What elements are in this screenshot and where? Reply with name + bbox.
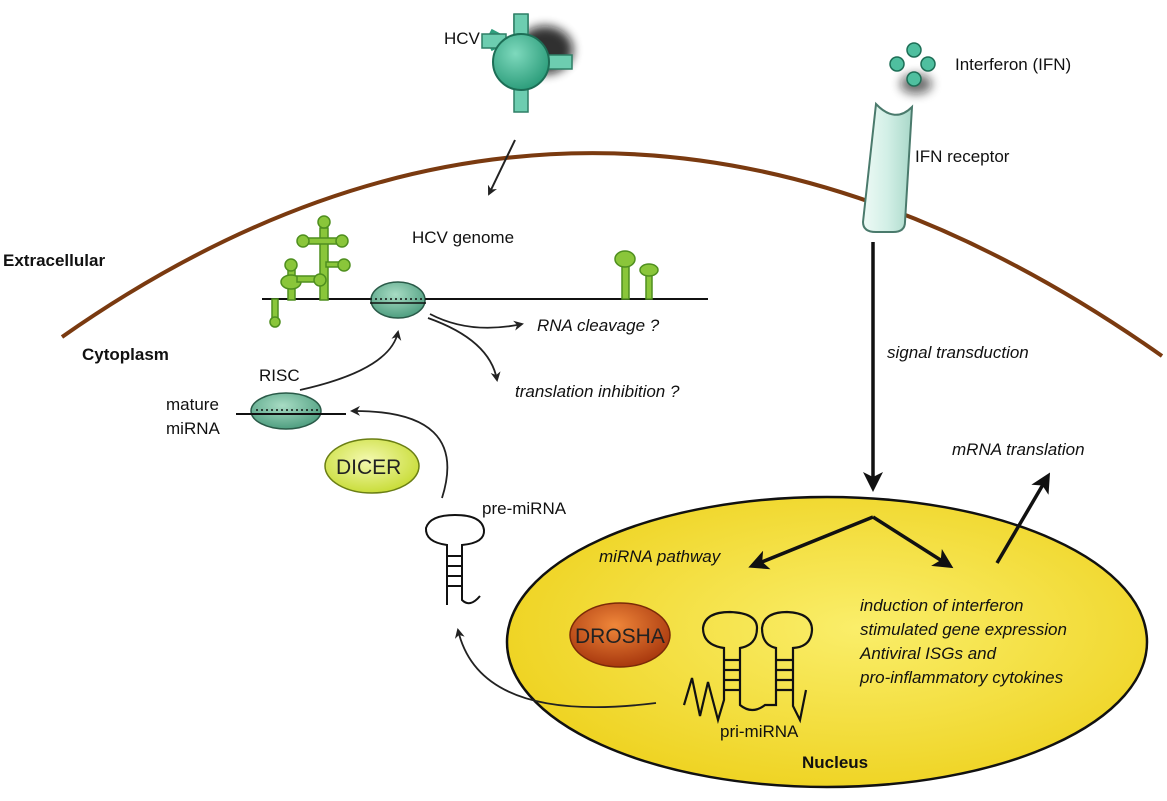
pri-mirna-label: pri-miRNA	[720, 722, 799, 741]
isg-label-line4: pro-inflammatory cytokines	[859, 668, 1064, 687]
translation-inhibition-label: translation inhibition ?	[515, 382, 680, 401]
isg-label-line3: Antiviral ISGs and	[859, 644, 997, 663]
signal-transduction-label: signal transduction	[887, 343, 1029, 362]
drosha-enzyme	[569, 602, 671, 668]
dicer-label: DICER	[336, 456, 401, 479]
mrna-translation-label: mRNA translation	[952, 440, 1085, 459]
pre-to-mature-arrow	[350, 405, 449, 499]
mature-mirna-label-line2: miRNA	[166, 419, 220, 438]
ifn-receptor-label: IFN receptor	[915, 147, 1010, 166]
isg-label-line1: induction of interferon	[860, 596, 1024, 615]
interferon-label: Interferon (IFN)	[955, 55, 1071, 74]
cell-membrane	[60, 151, 1164, 358]
nucleus	[505, 495, 1149, 789]
hcv-virus-icon	[481, 13, 573, 113]
hcv-genome-label: HCV genome	[412, 228, 514, 247]
isg-label-line2: stimulated gene expression	[860, 620, 1067, 639]
rna-cleavage-arrow	[429, 313, 524, 331]
ifn-receptor-icon	[861, 101, 914, 233]
drosha-label: DROSHA	[575, 625, 665, 648]
mature-mirna-label-line1: mature	[166, 395, 219, 414]
risc-complex	[236, 392, 346, 430]
translation-inhibition-arrow	[427, 317, 501, 382]
pri-to-pre-arrow	[454, 628, 657, 709]
nucleus-label: Nucleus	[802, 753, 868, 772]
nucleus-branch-arrows	[748, 515, 954, 570]
hcv-label: HCV	[444, 29, 481, 48]
hcv-entry-arrow	[487, 139, 516, 196]
risc-to-genome-arrow	[299, 330, 402, 391]
pri-mirna-structure-icon	[682, 610, 814, 725]
mrna-translation-arrow	[995, 472, 1051, 564]
cytoplasm-label: Cytoplasm	[82, 345, 169, 364]
interferon-molecules-icon	[889, 42, 936, 94]
pre-mirna-hairpin-icon	[424, 513, 486, 605]
risc-label: RISC	[259, 366, 300, 385]
dicer-enzyme	[324, 438, 420, 494]
mirna-pathway-label: miRNA pathway	[599, 547, 722, 566]
pre-mirna-label: pre-miRNA	[482, 499, 567, 518]
rna-cleavage-label: RNA cleavage ?	[537, 316, 660, 335]
extracellular-label: Extracellular	[3, 251, 105, 270]
hcv-genome-rna	[262, 215, 708, 328]
